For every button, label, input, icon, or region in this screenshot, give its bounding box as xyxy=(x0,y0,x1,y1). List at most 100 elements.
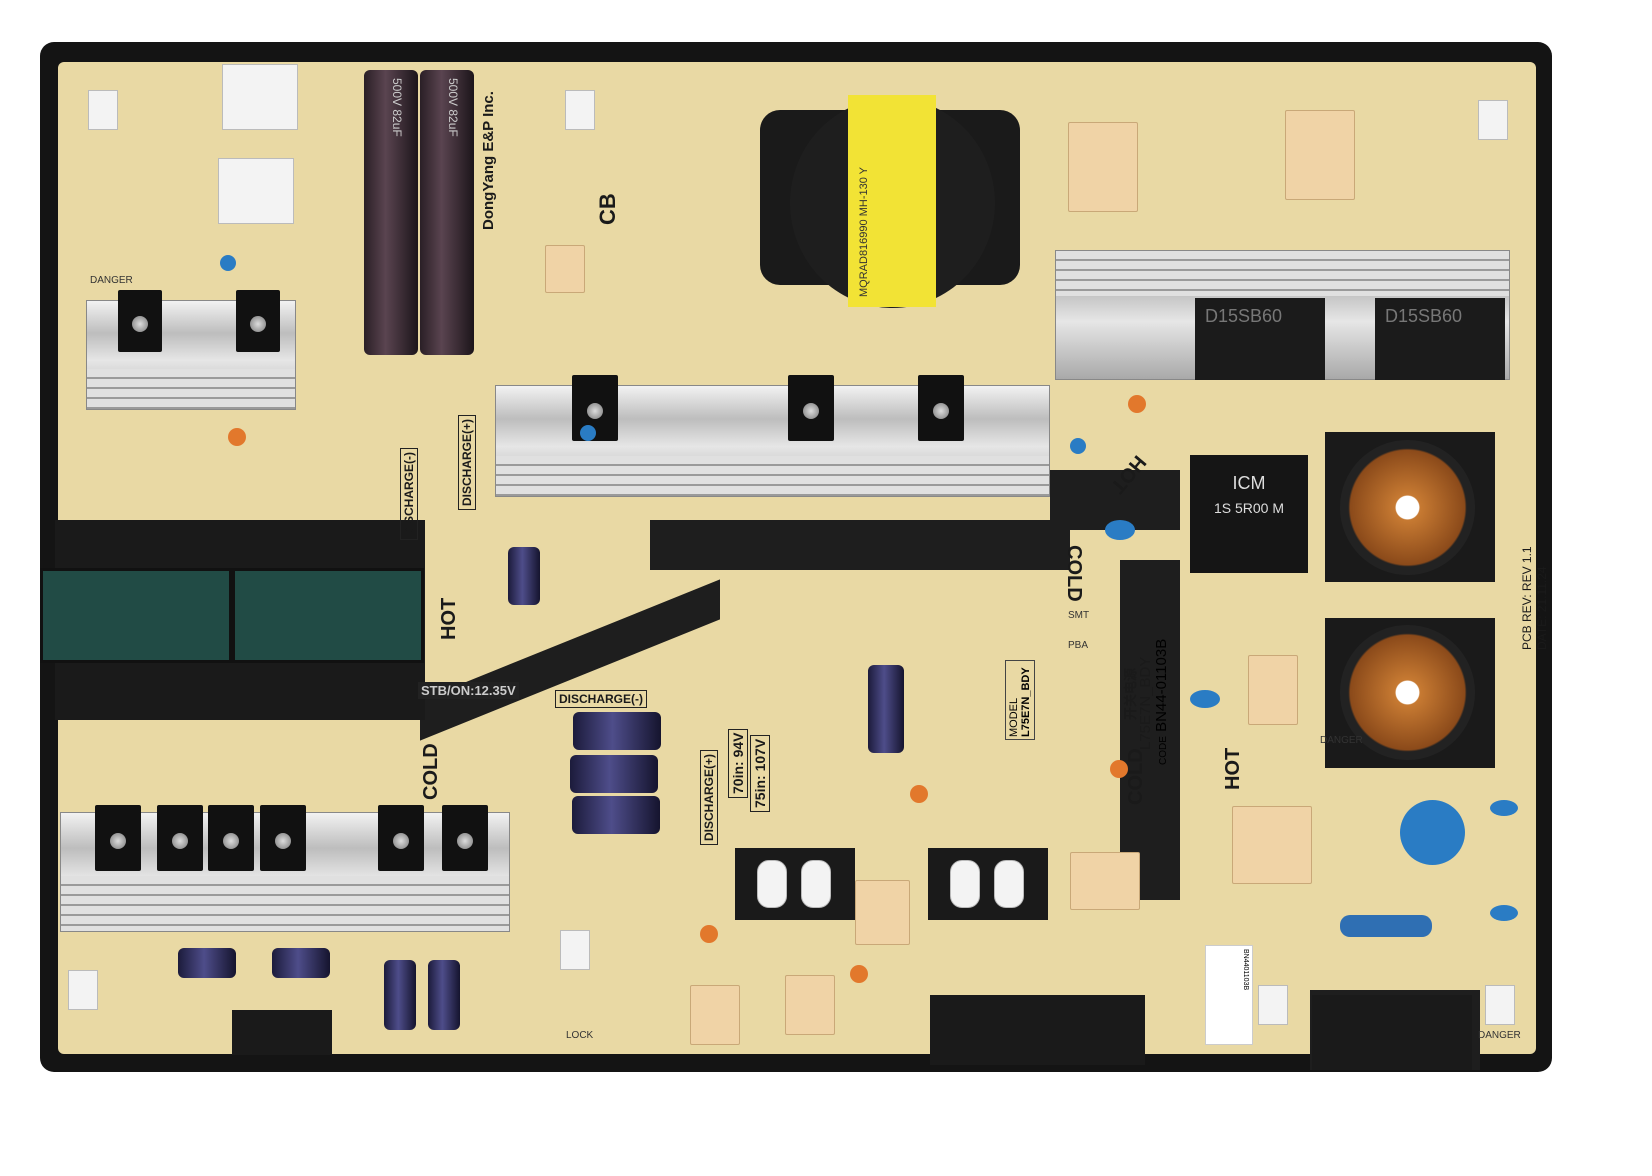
output-capacitor xyxy=(868,665,904,753)
danger-label: DANGER xyxy=(1320,735,1363,746)
y-capacitor xyxy=(1490,905,1518,921)
part-label: D15SB60 xyxy=(1205,306,1283,326)
cold-label: COLD xyxy=(1125,748,1147,805)
heatsink-fins xyxy=(1056,251,1509,296)
stb-on-label: STB/ON:12.35V xyxy=(418,682,519,699)
ac-input-connector[interactable] xyxy=(1312,995,1472,1070)
connector[interactable] xyxy=(232,1010,332,1055)
ceramic-capacitor xyxy=(700,925,718,943)
ceramic-capacitor xyxy=(220,255,236,271)
ceramic-capacitor xyxy=(1128,395,1146,413)
hot-label: HOT xyxy=(1222,747,1244,790)
transistor xyxy=(208,805,254,871)
sticker-text: BN4401103B xyxy=(1242,949,1249,991)
standby-transformer xyxy=(40,568,232,663)
transistor xyxy=(236,290,280,352)
voltage-75-label: 75in: 107V xyxy=(750,734,770,812)
transistor xyxy=(918,375,964,441)
ceramic-capacitor xyxy=(1070,438,1086,454)
film-capacitor xyxy=(545,245,585,293)
output-capacitor xyxy=(428,960,460,1030)
model-text: L75E7N_BDY xyxy=(1137,656,1154,750)
output-capacitor xyxy=(573,712,661,750)
code-row: CODE BN44-01103B xyxy=(1153,639,1170,765)
output-capacitor xyxy=(572,796,660,834)
film-capacitor xyxy=(855,880,910,945)
heatsink-fins xyxy=(496,456,1049,496)
transistor xyxy=(260,805,306,871)
mounting-lug xyxy=(68,970,98,1010)
code-caption: CODE xyxy=(1158,736,1169,765)
ceramic-capacitor xyxy=(910,785,928,803)
pba-label: PBA xyxy=(1068,640,1089,651)
model-row: MODEL L75E7N_BDY xyxy=(1008,663,1032,737)
ceramic-capacitor xyxy=(850,965,868,983)
cold-label: COLD xyxy=(1063,545,1085,602)
output-capacitor xyxy=(570,755,658,793)
y-capacitor xyxy=(1105,520,1135,540)
pcb-rev-label: PCB REV: REV 1.1 xyxy=(1520,546,1534,650)
cap-label: 500V 82uF xyxy=(446,78,460,137)
voltage-70-label: 70in: 94V xyxy=(728,728,748,798)
mounting-lug xyxy=(1485,985,1515,1025)
mounting-lug xyxy=(560,930,590,970)
heatsink xyxy=(86,300,296,410)
ground-trace xyxy=(1120,560,1180,900)
output-inductor xyxy=(928,848,1048,920)
ceramic-capacitor xyxy=(580,425,596,441)
toroid-inductor xyxy=(1340,440,1475,575)
discharge-minus-label: DISCHARGE(-) xyxy=(400,448,418,540)
barcode-sticker: BN4401103B xyxy=(1205,945,1253,1045)
transistor xyxy=(157,805,203,871)
film-capacitor xyxy=(690,985,740,1045)
inductor-coil xyxy=(950,860,980,908)
icm-label: ICM xyxy=(1232,473,1266,493)
transistor xyxy=(118,290,162,352)
discharge-plus-label: DISCHARGE(+) xyxy=(700,749,718,845)
film-capacitor xyxy=(1248,655,1298,725)
ceramic-capacitor xyxy=(1110,760,1128,778)
cold-label: COLD xyxy=(420,743,442,800)
model-label-box: MODEL L75E7N_BDY xyxy=(1005,660,1035,740)
model-value: L75E7N_BDY xyxy=(1020,667,1032,737)
lock-label: LOCK xyxy=(566,1030,594,1041)
y-capacitor xyxy=(1190,690,1220,708)
icm-part: 1S 5R00 M xyxy=(1213,500,1285,516)
hot-label: HOT xyxy=(438,597,460,640)
icm-module: ICM 1S 5R00 M xyxy=(1190,455,1308,573)
model-caption: MODEL xyxy=(1008,698,1020,737)
transformer-label: MQRAD816990 MH-130 Y xyxy=(858,166,870,297)
film-capacitor xyxy=(1232,806,1312,884)
inductor-coil xyxy=(994,860,1024,908)
output-capacitor xyxy=(178,948,236,978)
bridge-rectifier: D15SB60 xyxy=(1195,298,1325,380)
heatsink-fins xyxy=(61,876,509,931)
film-capacitor xyxy=(1070,852,1140,910)
transistor xyxy=(442,805,488,871)
danger-label: DANGER xyxy=(1478,1030,1521,1041)
cap-label: 500V 82uF xyxy=(390,78,404,137)
film-capacitor xyxy=(785,975,835,1035)
main-connector[interactable] xyxy=(930,995,1145,1065)
output-capacitor xyxy=(272,948,330,978)
toroid-inductor xyxy=(1340,625,1475,760)
code-value: BN44-01103B xyxy=(1153,638,1170,732)
inductor-coil xyxy=(757,860,787,908)
standby-transformer xyxy=(232,568,424,663)
ceramic-capacitor xyxy=(228,428,246,446)
output-inductor xyxy=(735,848,855,920)
inductor-coil xyxy=(801,860,831,908)
output-capacitor xyxy=(384,960,416,1030)
varistor xyxy=(1400,800,1465,865)
y-capacitor xyxy=(1490,800,1518,816)
bulk-capacitor: 500V 82uF xyxy=(364,70,418,355)
fuse xyxy=(1340,915,1432,937)
film-capacitor xyxy=(1068,122,1138,212)
transistor xyxy=(95,805,141,871)
bridge-rectifier: D15SB60 xyxy=(1375,298,1505,380)
x-capacitor xyxy=(218,158,294,224)
cb-mark: CB xyxy=(595,193,620,225)
ground-trace xyxy=(650,520,1070,570)
mounting-lug xyxy=(1478,100,1508,140)
transistor xyxy=(378,805,424,871)
